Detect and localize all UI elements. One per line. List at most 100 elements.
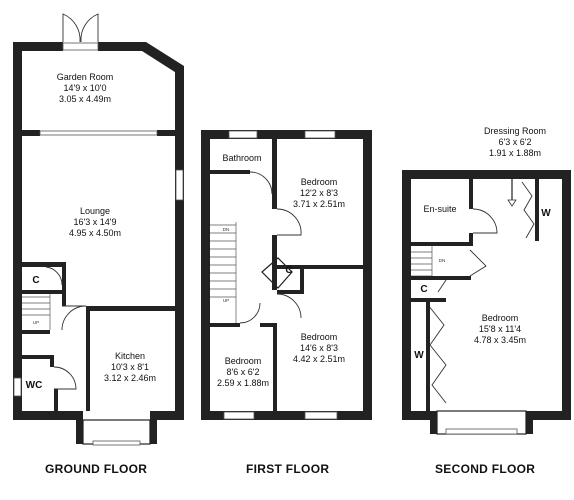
room-dimensions-imperial: 8'6 x 6'2 <box>227 367 260 377</box>
window <box>62 42 99 51</box>
stairs <box>22 294 51 330</box>
second-floor-title: SECOND FLOOR <box>435 462 536 476</box>
room-dimensions-imperial: 16'3 x 14'9 <box>74 217 117 227</box>
room-name: Bedroom <box>301 177 338 187</box>
room-dimensions-metric: 1.91 x 1.88m <box>489 148 541 158</box>
room-dimensions-imperial: 14'9 x 10'0 <box>64 83 107 93</box>
window <box>39 130 158 136</box>
room-dimensions-metric: 4.95 x 4.50m <box>69 228 121 238</box>
room-dimensions-imperial: 12'2 x 8'3 <box>300 188 338 198</box>
wall <box>201 130 210 420</box>
wall <box>150 411 184 420</box>
room-name: Bedroom <box>301 332 338 342</box>
door-swing <box>249 171 273 195</box>
wall <box>86 306 90 411</box>
wall <box>402 170 571 179</box>
wall <box>562 170 571 420</box>
room-name: Bathroom <box>222 153 261 163</box>
wall <box>157 130 175 136</box>
stairs-down-label: DN <box>223 227 230 232</box>
window <box>223 411 255 420</box>
room-dimensions-metric: 4.42 x 2.51m <box>293 354 345 364</box>
wall <box>272 235 277 290</box>
door-swing <box>62 13 81 43</box>
wardrobe-label: W <box>541 208 551 219</box>
wall <box>13 411 83 420</box>
first-floor-plan: Bathroom Bedroom 12'2 x 8'3 3.71 x 2.51m… <box>201 130 372 420</box>
window <box>13 377 22 397</box>
wall <box>54 389 58 411</box>
door-swing <box>61 305 87 331</box>
wall <box>13 42 63 51</box>
cupboard-label: C <box>32 275 39 286</box>
room-dimensions-metric: 3.12 x 2.46m <box>104 373 156 383</box>
wall <box>201 411 372 420</box>
cupboard-outline <box>261 257 293 289</box>
door-swing <box>45 266 63 286</box>
wall <box>277 290 304 294</box>
room-dimensions-imperial: 15'8 x 11'4 <box>479 324 521 334</box>
wall <box>22 330 50 334</box>
wall <box>22 262 62 267</box>
stairs <box>210 222 237 323</box>
wall <box>535 179 539 241</box>
wall <box>98 42 146 51</box>
door-swing <box>80 13 99 43</box>
room-name: En-suite <box>423 204 456 214</box>
wall <box>22 355 52 359</box>
door-swing <box>469 249 487 277</box>
wall <box>22 290 62 294</box>
room-dimensions-metric: 2.59 x 1.88m <box>217 378 269 388</box>
room-dimensions-imperial: 14'6 x 8'3 <box>300 343 338 353</box>
second-floor-plan: Dressing Room 6'3 x 6'2 1.91 x 1.88m En-… <box>402 126 571 435</box>
wall <box>50 355 54 367</box>
room-dimensions-metric: 3.71 x 2.51m <box>293 199 345 209</box>
wall <box>272 139 277 209</box>
window <box>228 130 258 139</box>
door-swing <box>472 208 498 234</box>
room-name: Kitchen <box>115 351 145 361</box>
bay-window <box>82 419 151 445</box>
wall <box>175 66 184 420</box>
wall <box>402 411 437 420</box>
wall <box>426 302 430 411</box>
window <box>445 428 518 435</box>
cupboard-label: C <box>285 265 292 276</box>
room-dimensions-metric: 3.05 x 4.49m <box>59 94 111 104</box>
wall <box>62 262 66 306</box>
wall <box>469 179 473 209</box>
door-swing <box>437 279 447 293</box>
wall <box>300 265 304 294</box>
arrow-head <box>507 199 517 207</box>
stairs <box>411 246 433 277</box>
wall <box>526 411 533 434</box>
wall <box>411 242 469 246</box>
wall <box>22 130 40 136</box>
stairs-up-label: UP <box>223 298 229 303</box>
wardrobe-doors <box>521 181 535 239</box>
wall <box>402 170 411 420</box>
wall <box>526 411 571 420</box>
wall <box>411 298 446 302</box>
wall <box>469 233 473 246</box>
room-name: Lounge <box>80 206 110 216</box>
room-dimensions-imperial: 6'3 x 6'2 <box>499 137 532 147</box>
wardrobe-label: W <box>414 350 424 361</box>
window <box>92 440 141 446</box>
window <box>304 130 336 139</box>
room-name: Bedroom <box>225 356 262 366</box>
wardrobe-doors <box>427 304 447 404</box>
wall <box>150 420 157 444</box>
wall <box>430 411 437 434</box>
room-dimensions-metric: 4.78 x 3.45m <box>474 335 526 345</box>
door-swing <box>239 302 261 324</box>
wall <box>142 42 184 74</box>
room-name: Bedroom <box>482 313 519 323</box>
wall <box>273 323 277 411</box>
wall <box>210 170 250 174</box>
door-swing <box>276 293 302 319</box>
first-floor-title: FIRST FLOOR <box>246 462 330 476</box>
ground-floor-plan: Garden Room 14'9 x 10'0 3.05 x 4.49m Lou… <box>13 13 184 446</box>
stairs-up-label: UP <box>33 320 39 325</box>
